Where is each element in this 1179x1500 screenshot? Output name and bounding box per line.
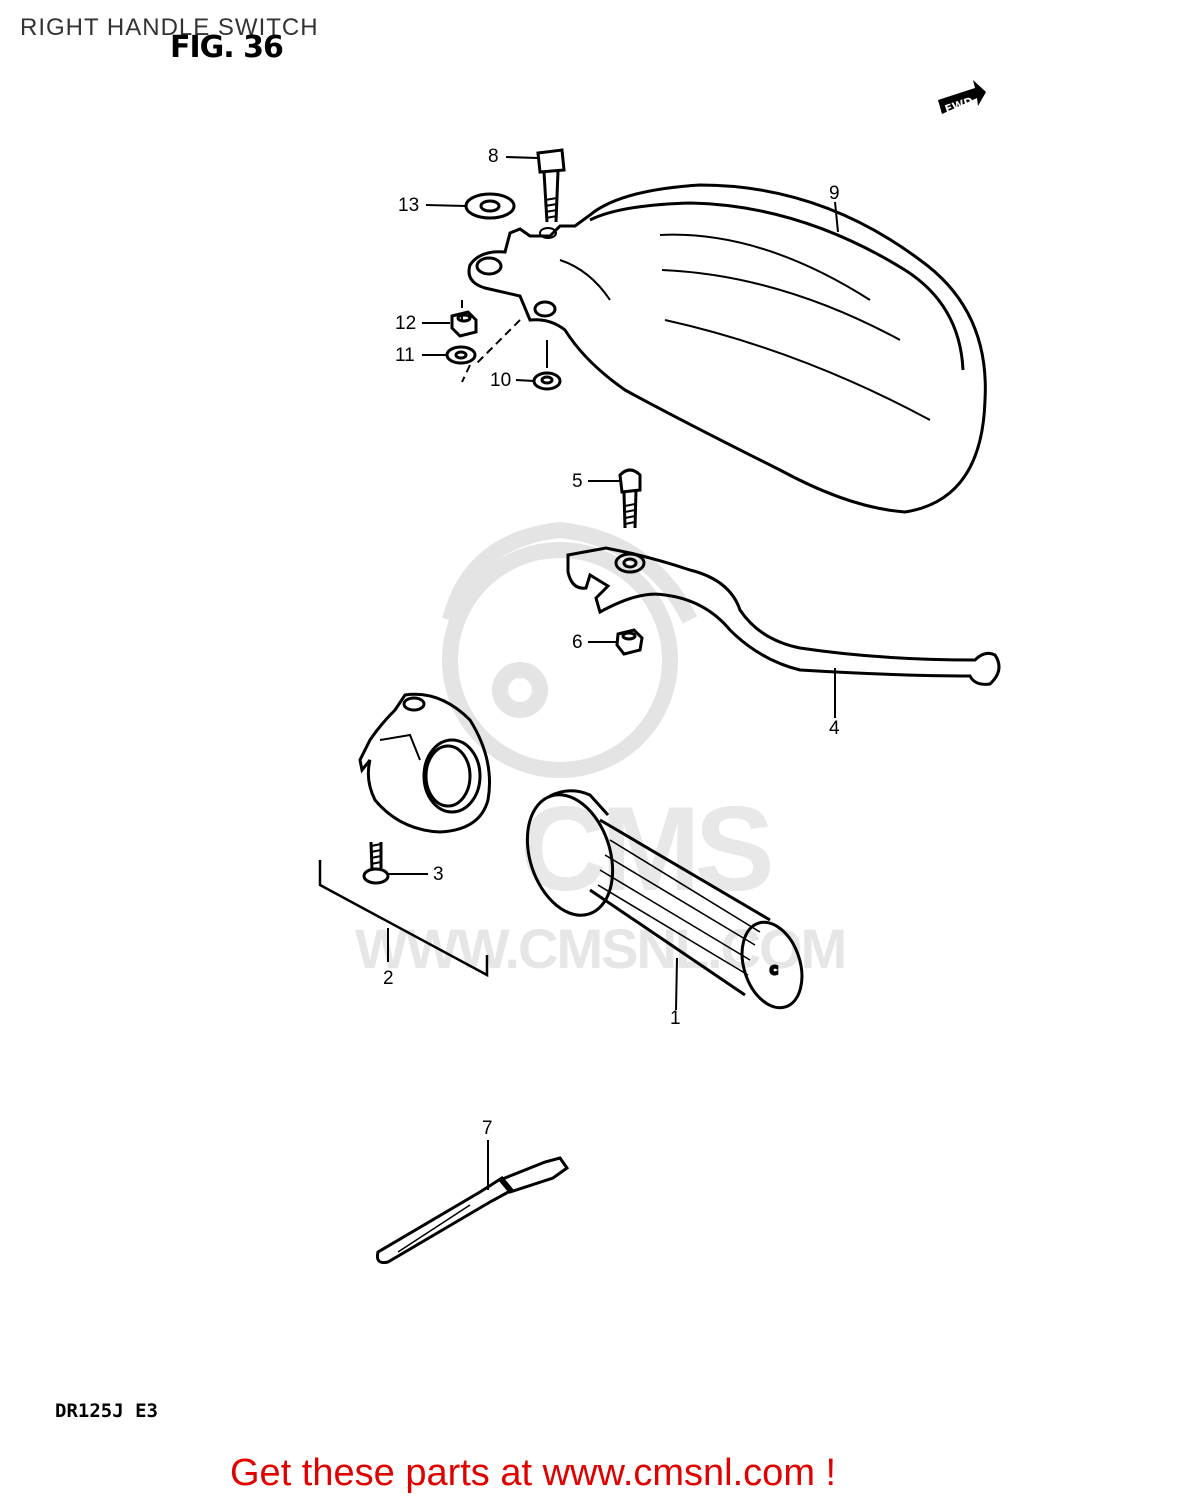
washer-part-11 bbox=[445, 345, 477, 365]
callout-10: 10 bbox=[490, 370, 512, 391]
callout-4: 4 bbox=[829, 718, 840, 739]
screw-part-5 bbox=[618, 468, 642, 529]
switch-housing-part-2 bbox=[358, 692, 492, 834]
callout-7: 7 bbox=[482, 1118, 493, 1139]
hand-guard-part-9 bbox=[467, 183, 987, 514]
screw-part-3 bbox=[362, 841, 390, 885]
nut-part-6 bbox=[615, 628, 644, 656]
figure-label: FIG. 36 bbox=[170, 30, 284, 65]
callout-2: 2 bbox=[383, 968, 394, 989]
callout-11: 11 bbox=[395, 345, 415, 366]
lever-part-4 bbox=[566, 546, 1001, 686]
callout-6: 6 bbox=[572, 632, 583, 653]
callout-5: 5 bbox=[572, 471, 583, 492]
cable-tie-part-7 bbox=[376, 1156, 570, 1264]
mascot-watermark bbox=[442, 521, 698, 778]
callout-13: 13 bbox=[398, 195, 420, 216]
nut-part-12 bbox=[450, 310, 478, 338]
washer-part-13 bbox=[464, 192, 516, 220]
callout-1: 1 bbox=[670, 1008, 681, 1029]
nut-part-10 bbox=[532, 371, 562, 391]
leader-lines bbox=[388, 156, 839, 1190]
callout-8: 8 bbox=[488, 146, 499, 167]
bolt-part-8 bbox=[536, 148, 566, 223]
callout-12: 12 bbox=[395, 313, 417, 334]
get-parts-link[interactable]: Get these parts at www.cmsnl.com ! bbox=[230, 1452, 837, 1494]
model-code: DR125J E3 bbox=[55, 1400, 158, 1422]
fwd-arrow-icon: FWD bbox=[938, 80, 986, 116]
callout-9: 9 bbox=[829, 183, 840, 204]
callout-3: 3 bbox=[433, 864, 444, 885]
throttle-grip-part-1: c bbox=[525, 789, 804, 1010]
grip-end-mark: c bbox=[770, 962, 778, 978]
page-title: RIGHT HANDLE SWITCH bbox=[20, 14, 319, 41]
